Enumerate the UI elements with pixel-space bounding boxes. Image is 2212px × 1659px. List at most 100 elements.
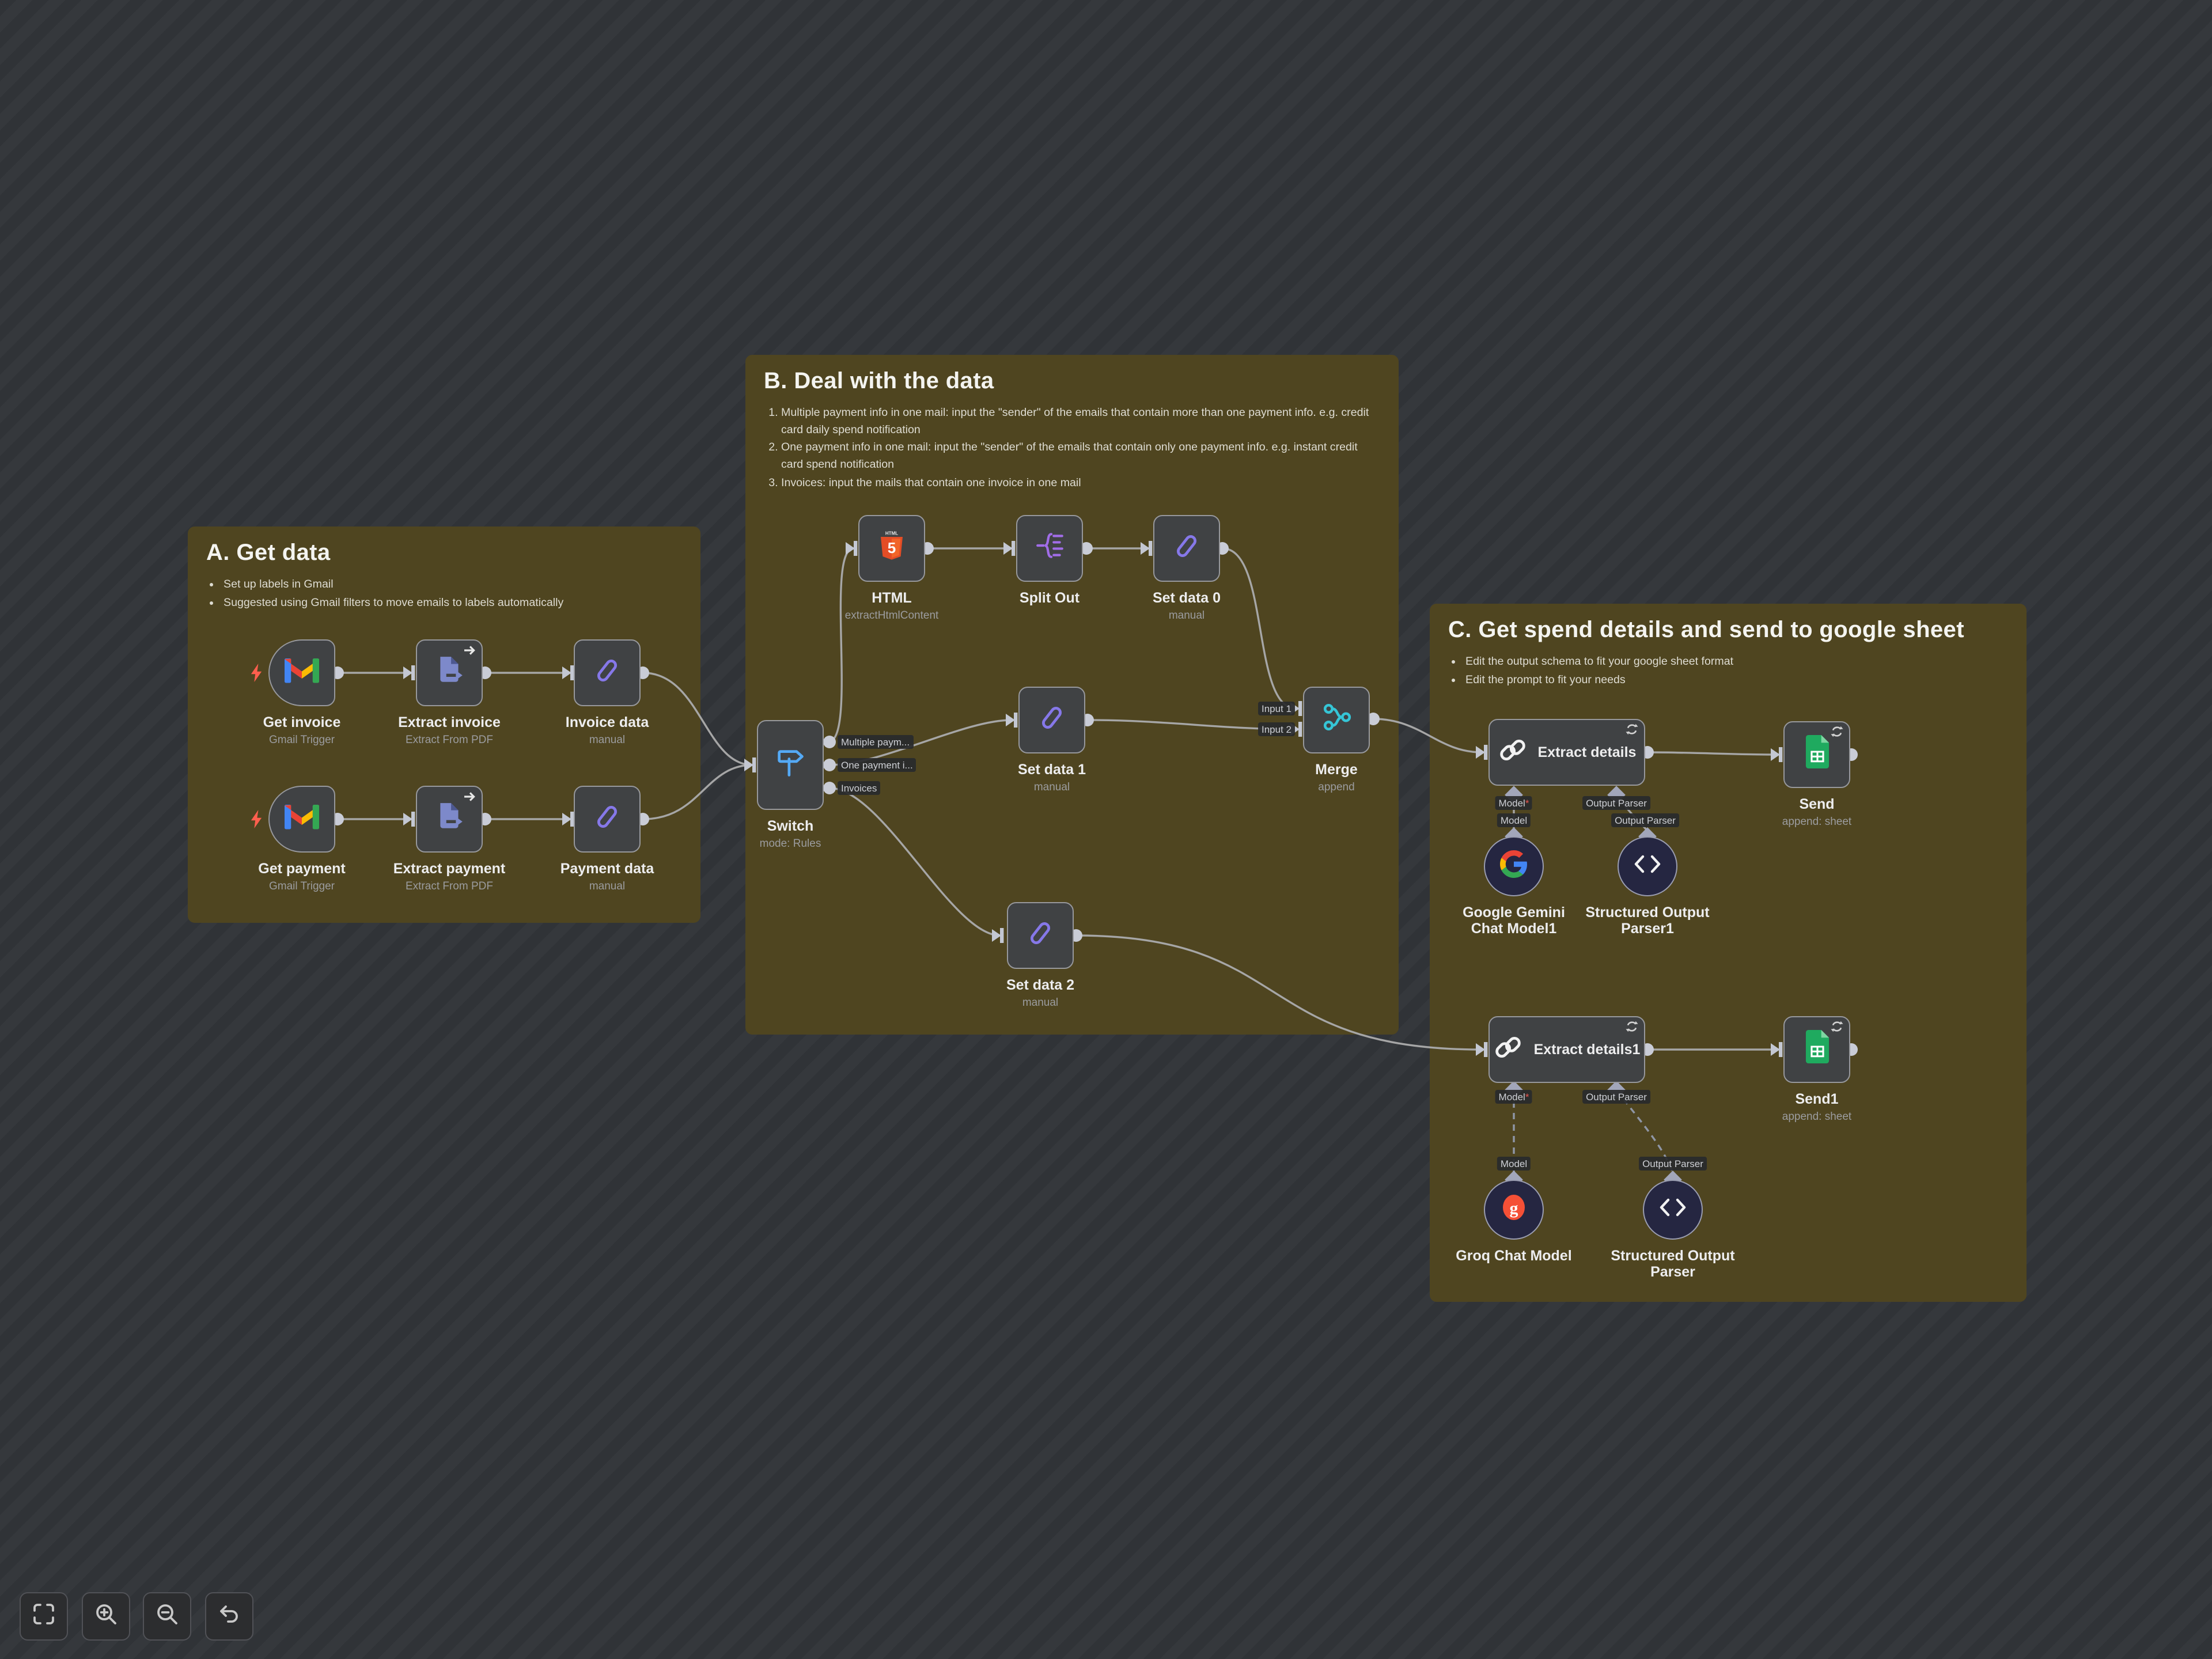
edit-pencil-icon (1172, 531, 1202, 566)
google-g-icon (1500, 850, 1528, 883)
edit-pencil-icon (592, 801, 622, 837)
switch-signpost-icon (774, 746, 806, 784)
edit-pencil-icon (592, 655, 622, 691)
node-set-data-1[interactable]: Set data 1 manual (1018, 687, 1086, 794)
node-box[interactable]: HTML 5 (858, 515, 925, 582)
node-title: Extract details (1537, 744, 1637, 760)
svg-text:g: g (1510, 1198, 1518, 1217)
sticky-bullets: Edit the output schema to fit your googl… (1448, 654, 2008, 690)
node-set-data-0[interactable]: Set data 0 manual (1153, 515, 1221, 623)
node-box[interactable] (1303, 687, 1370, 753)
node-extract-details1[interactable]: Extract details1 (1488, 1016, 1645, 1083)
node-payment-data[interactable]: Payment data manual (560, 786, 654, 893)
groq-icon: g (1499, 1192, 1529, 1228)
trigger-bolt-icon (249, 810, 264, 828)
node-box[interactable] (1783, 1016, 1850, 1083)
split-out-icon (1034, 530, 1065, 567)
html5-icon: HTML 5 (877, 529, 907, 567)
zoom-out-icon (156, 1602, 179, 1631)
node-split-out[interactable]: Split Out (1016, 515, 1083, 606)
zoom-out-button[interactable] (143, 1592, 191, 1641)
refresh-icon (1831, 726, 1843, 737)
sticky-title: C. Get spend details and send to google … (1448, 618, 1964, 643)
fit-view-button[interactable] (20, 1592, 68, 1641)
subworkflow-arrow-icon (463, 644, 476, 657)
gmail-icon (285, 803, 319, 835)
node-box[interactable] (574, 639, 641, 706)
node-box[interactable] (1783, 721, 1850, 788)
node-extract-payment[interactable]: Extract payment Extract From PDF (393, 786, 505, 893)
node-send[interactable]: Send append: sheet (1782, 721, 1851, 829)
node-box[interactable] (1643, 1180, 1703, 1240)
undo-icon (218, 1602, 241, 1631)
zoom-in-button[interactable] (82, 1592, 130, 1641)
node-switch[interactable]: Switch mode: Rules (757, 720, 824, 851)
node-set-data-2[interactable]: Set data 2 manual (1006, 902, 1074, 1010)
sticky-bullet: Multiple payment info in one mail: input… (781, 406, 1380, 440)
node-box[interactable] (757, 720, 824, 810)
node-invoice-data[interactable]: Invoice data manual (566, 639, 649, 747)
node-extract-invoice[interactable]: Extract invoice Extract From PDF (398, 639, 501, 747)
node-groq-chat-model[interactable]: g Groq Chat Model (1456, 1180, 1572, 1264)
refresh-icon (1626, 1021, 1638, 1032)
node-structured-output-parser[interactable]: Structured Output Parser (1611, 1180, 1735, 1281)
node-box[interactable] (1618, 836, 1677, 896)
node-box[interactable]: Extract details (1488, 719, 1645, 786)
node-box[interactable] (1018, 687, 1085, 753)
node-box[interactable] (574, 786, 641, 853)
zoom-in-icon (94, 1602, 118, 1631)
refresh-icon (1626, 724, 1638, 735)
dashed-edges (1513, 1089, 1674, 1173)
gmail-icon (285, 657, 319, 689)
node-box[interactable]: Extract details1 (1488, 1016, 1645, 1083)
node-box[interactable] (416, 639, 483, 706)
node-box[interactable] (1016, 515, 1083, 582)
node-box[interactable] (251, 639, 335, 706)
refresh-icon (1831, 1021, 1843, 1032)
extract-pdf-icon (434, 801, 465, 838)
merge-icon (1321, 702, 1352, 738)
node-box[interactable] (1484, 836, 1544, 896)
node-html[interactable]: HTML 5 HTML extractHtmlContent (845, 515, 938, 623)
node-send1[interactable]: Send1 append: sheet (1782, 1016, 1851, 1124)
google-sheets-icon (1802, 1030, 1831, 1069)
undo-button[interactable] (205, 1592, 253, 1641)
sticky-bullet: Set up labels in Gmail (224, 577, 682, 594)
sticky-bullet: One payment info in one mail: input the … (781, 441, 1380, 475)
link-chain-icon (1498, 734, 1528, 770)
svg-text:HTML: HTML (885, 530, 898, 535)
node-box[interactable] (251, 786, 335, 853)
google-sheets-icon (1802, 735, 1831, 774)
sticky-bullet: Invoices: input the mails that contain o… (781, 476, 1380, 493)
link-chain-icon (1494, 1032, 1524, 1067)
node-get-invoice[interactable]: Get invoice Gmail Trigger (251, 639, 340, 747)
angle-brackets-icon (1634, 854, 1661, 878)
sticky-bullet: Suggested using Gmail filters to move em… (224, 595, 682, 612)
edit-pencil-icon (1037, 702, 1067, 738)
trigger-bolt-icon (249, 664, 264, 682)
node-box[interactable] (1007, 902, 1074, 969)
node-extract-details[interactable]: Extract details (1488, 719, 1645, 786)
node-box[interactable] (416, 786, 483, 853)
node-structured-output-parser1[interactable]: Structured Output Parser1 (1585, 836, 1710, 937)
fit-view-icon (32, 1602, 55, 1631)
subworkflow-arrow-icon (463, 790, 476, 803)
sticky-title: A. Get data (206, 540, 331, 566)
node-google-gemini-chat-model1[interactable]: Google Gemini Chat Model1 (1463, 836, 1565, 937)
edit-pencil-icon (1025, 918, 1055, 953)
sticky-note-get-data[interactable]: A. Get data Set up labels in Gmail Sugge… (188, 527, 700, 923)
sticky-bullets: Multiple payment info in one mail: input… (764, 406, 1380, 493)
node-box[interactable]: g (1484, 1180, 1544, 1240)
node-box[interactable] (1153, 515, 1220, 582)
sticky-title: B. Deal with the data (764, 369, 994, 394)
sticky-bullets: Set up labels in Gmail Suggested using G… (206, 577, 682, 612)
output-ports[interactable] (331, 542, 1858, 1056)
node-get-payment[interactable]: Get payment Gmail Trigger (251, 786, 346, 893)
extract-pdf-icon (434, 654, 465, 691)
node-title: Extract details1 (1533, 1041, 1641, 1058)
node-merge[interactable]: Merge append (1303, 687, 1370, 794)
edges (338, 547, 1777, 1051)
sticky-bullet: Edit the output schema to fit your googl… (1465, 654, 2008, 671)
angle-brackets-icon (1659, 1198, 1687, 1222)
